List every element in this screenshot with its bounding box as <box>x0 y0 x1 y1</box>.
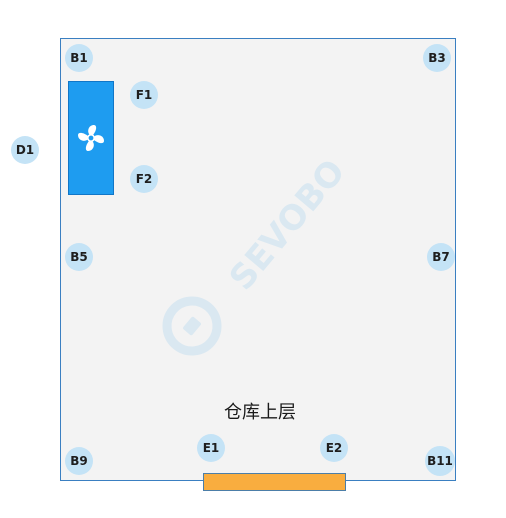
point-b11[interactable]: B11 <box>425 446 455 476</box>
fan-unit[interactable] <box>68 81 114 195</box>
room-label: 仓库上层 <box>224 402 296 423</box>
point-f1[interactable]: F1 <box>130 81 158 109</box>
fan-icon <box>78 125 104 151</box>
point-f2[interactable]: F2 <box>130 165 158 193</box>
point-b1[interactable]: B1 <box>65 44 93 72</box>
point-d1[interactable]: D1 <box>11 136 39 164</box>
point-b7[interactable]: B7 <box>427 243 455 271</box>
door-bar[interactable] <box>203 473 346 491</box>
point-b9[interactable]: B9 <box>65 447 93 475</box>
point-b5[interactable]: B5 <box>65 243 93 271</box>
warehouse-room-area <box>60 38 456 481</box>
point-b3[interactable]: B3 <box>423 44 451 72</box>
point-e1[interactable]: E1 <box>197 434 225 462</box>
point-e2[interactable]: E2 <box>320 434 348 462</box>
